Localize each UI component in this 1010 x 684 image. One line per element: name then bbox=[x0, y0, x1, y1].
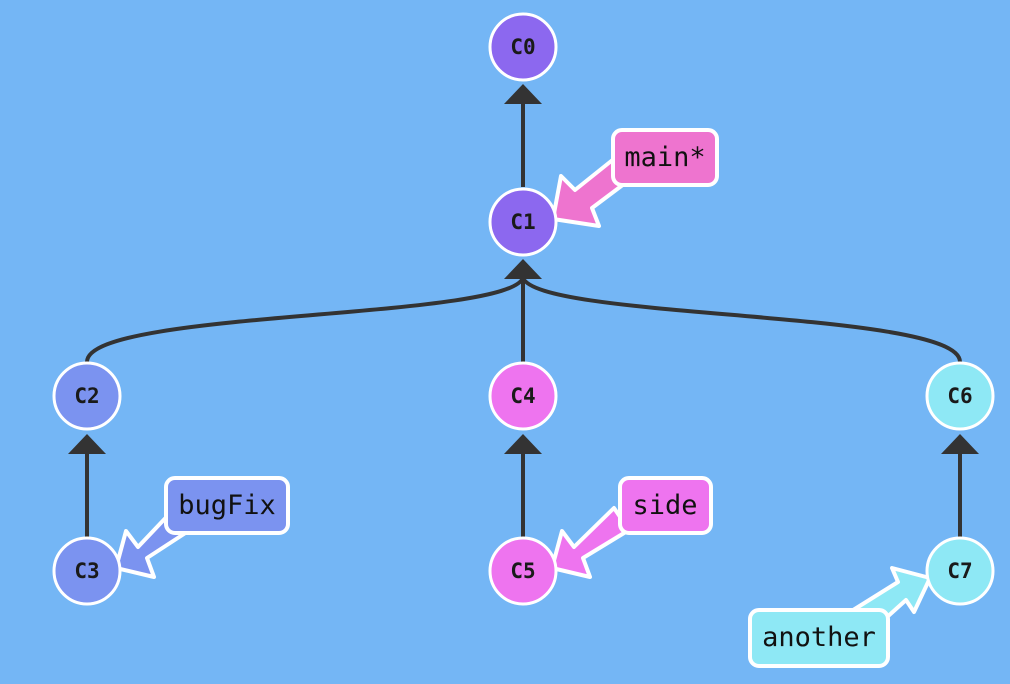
commit-c2[interactable]: C2 bbox=[52, 361, 122, 431]
branch-bugfix[interactable]: bugFix bbox=[114, 476, 290, 579]
commit-c5-circle bbox=[488, 536, 558, 606]
commit-c6-label: C6 bbox=[947, 384, 972, 408]
edge-c1-c0-arrowhead bbox=[504, 84, 542, 104]
commit-c4-label: C4 bbox=[510, 384, 535, 408]
commit-c7-label: C7 bbox=[947, 559, 972, 583]
commit-c6[interactable]: C6 bbox=[925, 361, 995, 431]
commit-c6-circle bbox=[925, 361, 995, 431]
edge-c3-c2-arrowhead bbox=[68, 434, 106, 454]
commit-c1-label: C1 bbox=[510, 210, 535, 234]
commit-c1-circle bbox=[488, 187, 558, 257]
edge-c1-arrowhead bbox=[504, 259, 542, 279]
edge-c6-c1 bbox=[521, 276, 962, 363]
edge-c2-c1 bbox=[85, 276, 525, 363]
branch-main-label: main* bbox=[624, 142, 705, 173]
branch-main-tag bbox=[611, 128, 719, 187]
branch-another[interactable]: another bbox=[748, 566, 932, 668]
branch-main[interactable]: main* bbox=[551, 128, 719, 228]
commit-c3-circle bbox=[52, 536, 122, 606]
commit-c7[interactable]: C7 bbox=[925, 536, 995, 606]
commit-c4-circle bbox=[488, 361, 558, 431]
commit-c5-label: C5 bbox=[510, 559, 535, 583]
commit-c0[interactable]: C0 bbox=[488, 12, 558, 82]
commit-c1[interactable]: C1 bbox=[488, 187, 558, 257]
commit-c0-circle bbox=[488, 12, 558, 82]
edge-layer bbox=[68, 84, 979, 537]
edge-c5-c4-arrowhead bbox=[504, 434, 542, 454]
commit-c3[interactable]: C3 bbox=[52, 536, 122, 606]
commit-c2-circle bbox=[52, 361, 122, 431]
branch-bugfix-tag bbox=[164, 476, 290, 535]
branch-another-label: another bbox=[762, 622, 876, 653]
commit-c4[interactable]: C4 bbox=[488, 361, 558, 431]
commit-c3-label: C3 bbox=[74, 559, 99, 583]
commit-c0-label: C0 bbox=[510, 35, 535, 59]
edge-c7-c6-arrowhead bbox=[941, 434, 979, 454]
branch-bugfix-label: bugFix bbox=[178, 490, 276, 521]
branch-side-tag bbox=[618, 476, 713, 535]
branch-side-label: side bbox=[632, 490, 697, 521]
branch-side[interactable]: side bbox=[550, 476, 713, 579]
commit-c5[interactable]: C5 bbox=[488, 536, 558, 606]
branch-side-arrow bbox=[550, 506, 631, 579]
commit-c7-circle bbox=[925, 536, 995, 606]
commit-c2-label: C2 bbox=[74, 384, 99, 408]
branch-another-tag bbox=[748, 608, 890, 668]
